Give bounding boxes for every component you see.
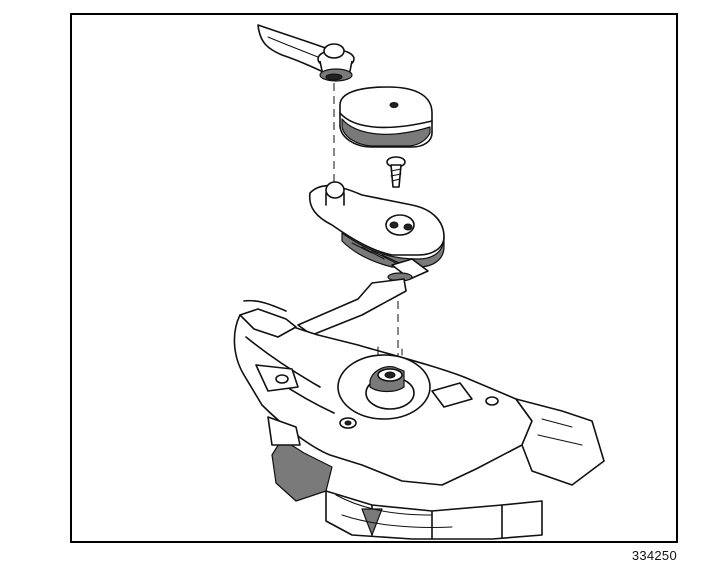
upper-bolt	[317, 43, 355, 82]
insulator-pad	[339, 86, 433, 148]
screw	[386, 156, 406, 188]
figure-frame	[70, 13, 678, 543]
figure-reference-number: 334250	[631, 548, 677, 563]
exploded-mount-diagram	[233, 24, 605, 540]
cross-member	[233, 278, 605, 540]
mount-bracket	[308, 181, 445, 282]
